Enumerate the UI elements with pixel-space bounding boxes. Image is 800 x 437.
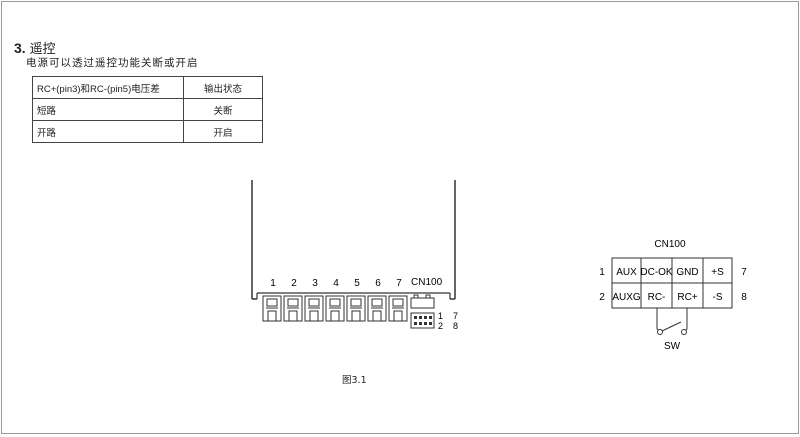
terminal-screw (346, 295, 366, 322)
switch-label: SW (664, 341, 681, 352)
pin-number: 3 (312, 278, 318, 289)
pin-number: 5 (354, 278, 360, 289)
terminal-screw (367, 295, 387, 322)
row-pin-label: 1 (599, 267, 605, 278)
pin-number: 6 (375, 278, 381, 289)
connector-label: CN100 (411, 277, 443, 288)
pin-cell: AUX (616, 267, 637, 278)
connector-pin-label: 7 (453, 311, 458, 321)
pin-assignment-grid (611, 257, 733, 309)
terminal-screw (388, 295, 408, 322)
row-pin-label: 7 (741, 267, 747, 278)
pin-cell: DC-OK (640, 267, 673, 278)
row-pin-label: 8 (741, 292, 747, 303)
diagram-title: CN100 (654, 239, 686, 250)
remote-control-table: RC+(pin3)和RC-(pin5)电压差 输出状态 短路 关断 开路 开启 (32, 76, 263, 143)
pin-cell: GND (676, 267, 698, 278)
terminal-screw (304, 295, 324, 322)
terminal-pin-numbers: 1 2 3 4 5 6 7 (270, 278, 402, 289)
section-title: 遥控 (29, 42, 56, 57)
connector-pin-label: 8 (453, 321, 458, 331)
figure-caption: 图3.1 (342, 375, 367, 386)
pin-number: 4 (333, 278, 339, 289)
pin-cell: RC+ (677, 292, 697, 303)
terminal-block (262, 295, 408, 322)
pin-number: 1 (270, 278, 276, 289)
row-pin-label: 2 (599, 292, 605, 303)
pin-number: 7 (396, 278, 402, 289)
connector-pin-label: 2 (438, 321, 443, 331)
pin-cell: +S (711, 267, 724, 278)
terminal-screw (325, 295, 345, 322)
table-cell: 开启 (183, 120, 263, 143)
connector-pin-label: 1 (438, 311, 443, 321)
terminal-screw (262, 295, 282, 322)
pin-cell: RC- (648, 292, 666, 303)
section-description: 电源可以透过遥控功能关断或开启 (26, 57, 199, 69)
terminal-screw (283, 295, 303, 322)
cn100-connector (410, 294, 435, 329)
section-number: 3. (14, 40, 26, 56)
table-row: 开路 开启 (32, 120, 263, 143)
section-heading: 3. 遥控 (14, 38, 56, 57)
pin-number: 2 (291, 278, 297, 289)
pin-cell: -S (713, 292, 723, 303)
switch-symbol (656, 308, 688, 335)
pin-cell: AUXG (612, 292, 641, 303)
